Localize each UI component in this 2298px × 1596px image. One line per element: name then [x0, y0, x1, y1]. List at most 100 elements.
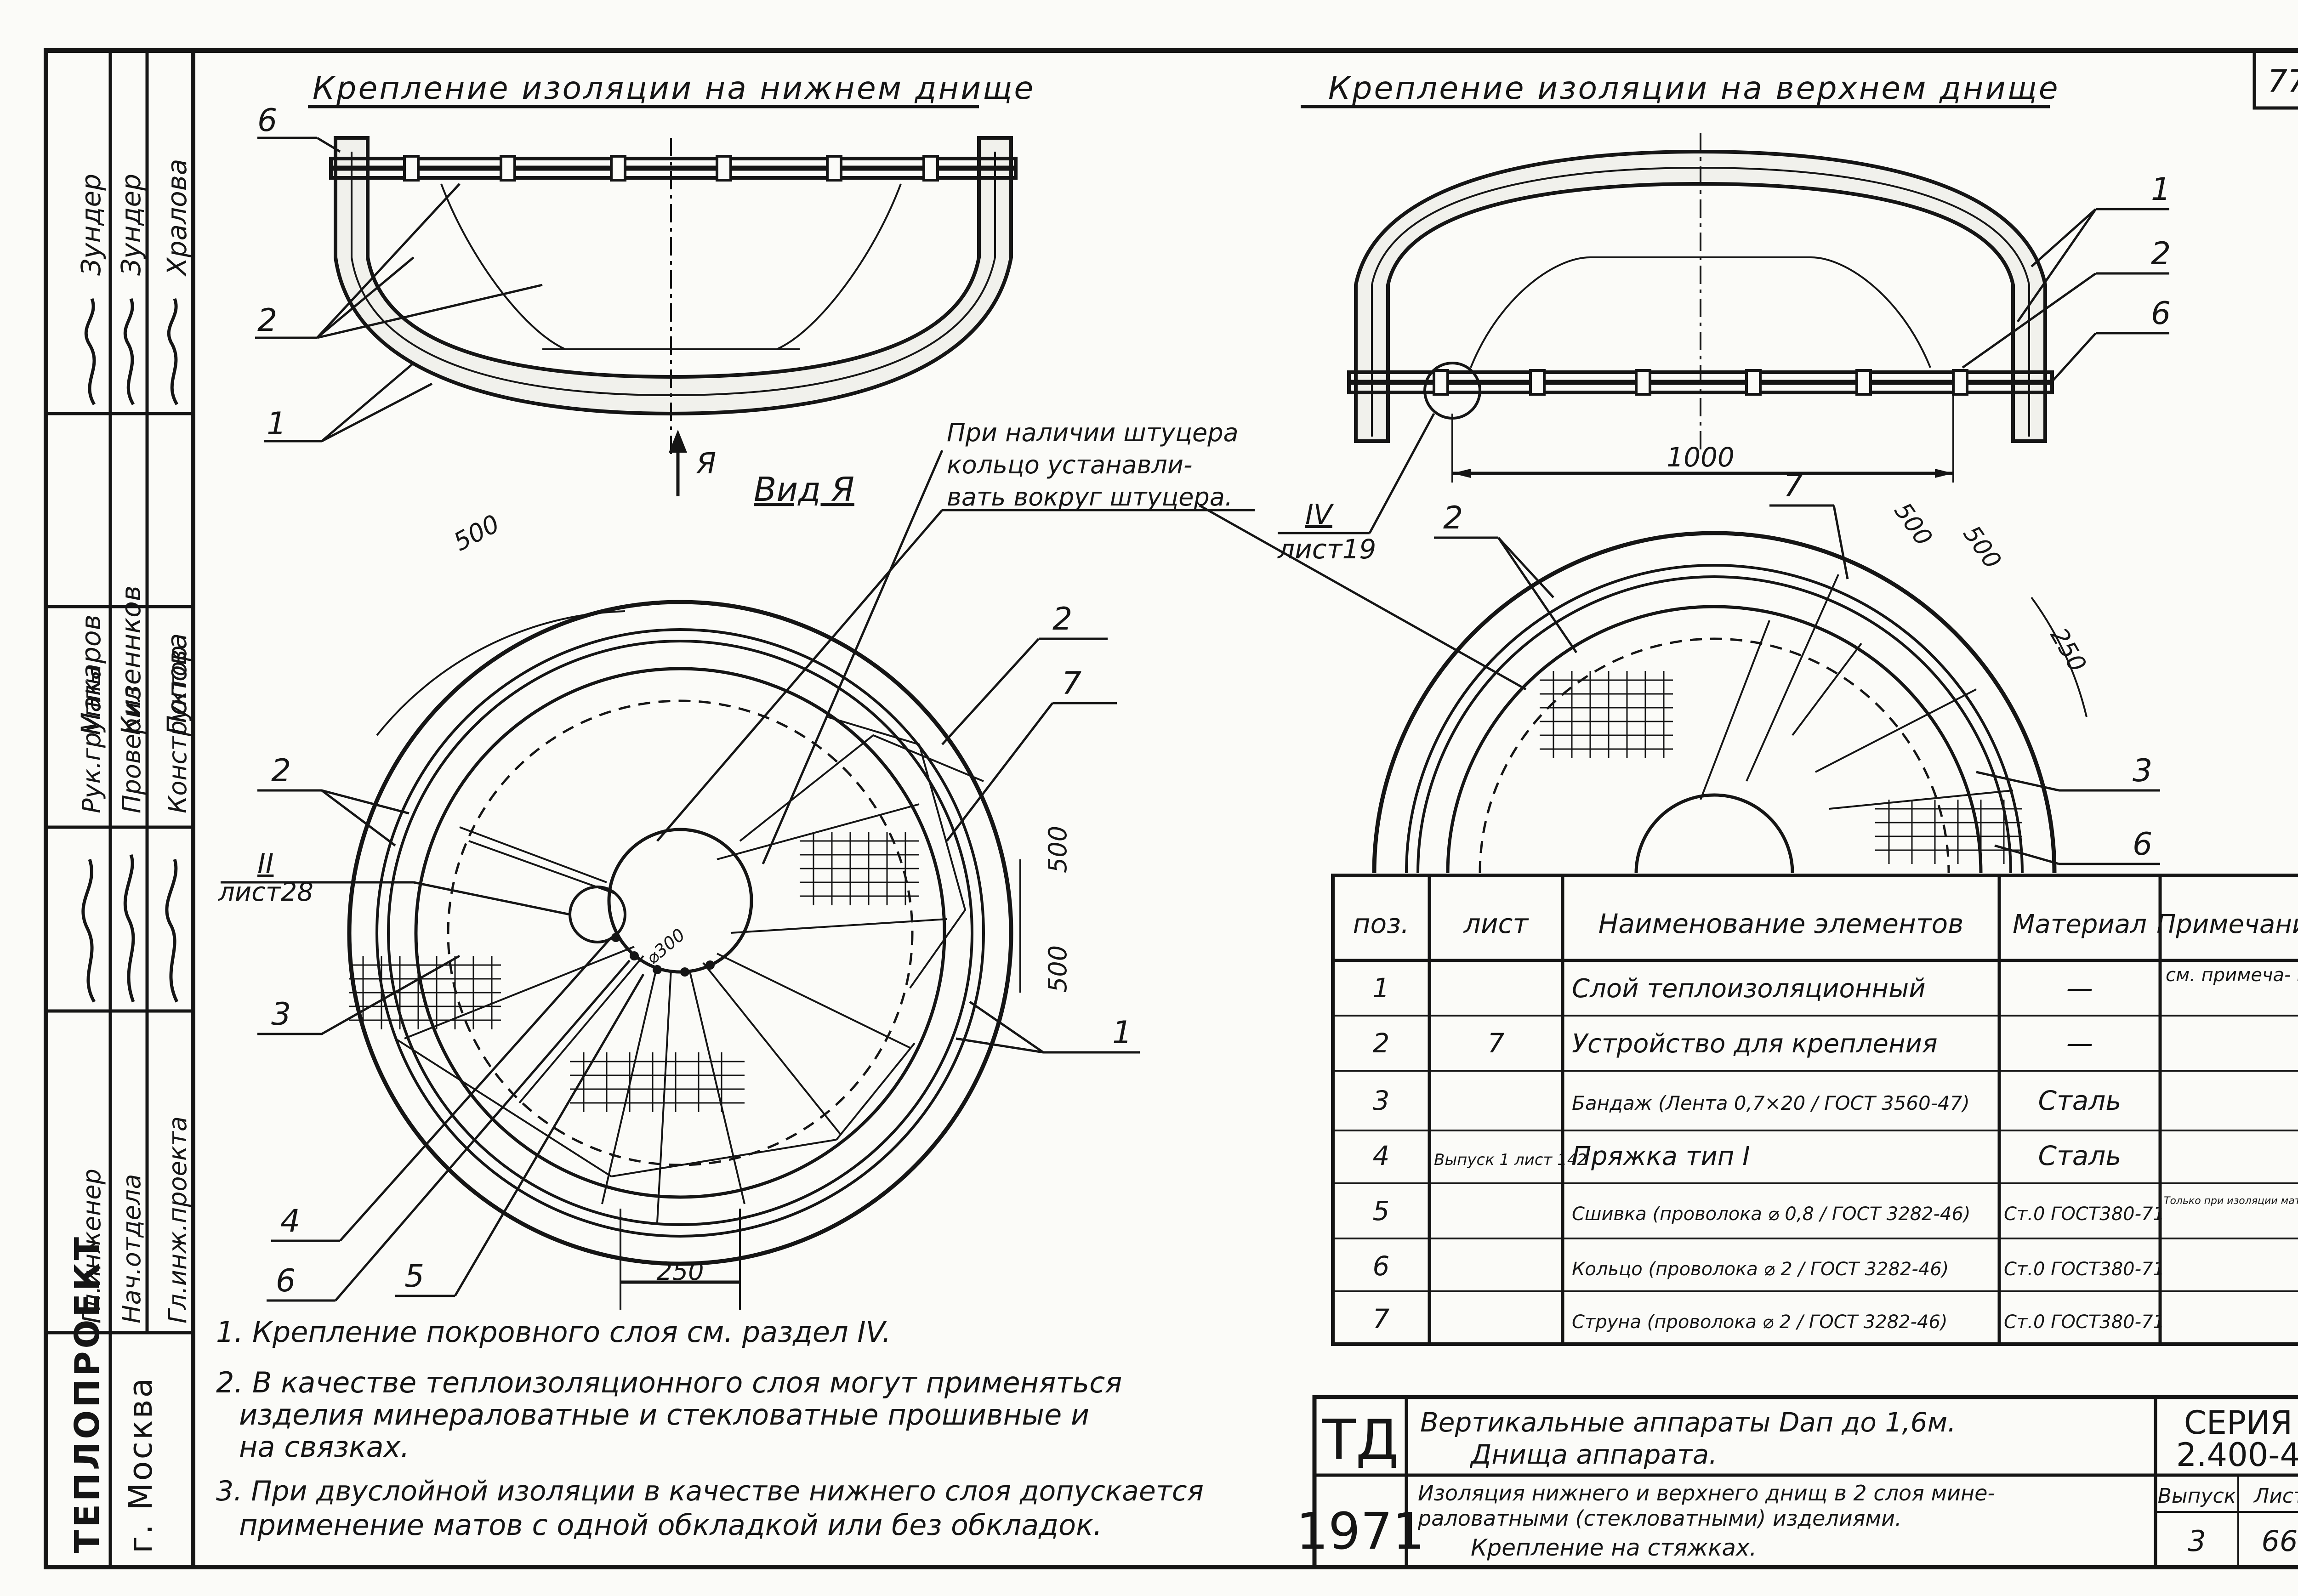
upper-head-title: Крепление изоляции на верхнем днище [1328, 70, 2060, 107]
detail-ref-iv-sheet: лист19 [1277, 534, 1376, 565]
title-line-2: Днища аппарата. [1469, 1439, 1718, 1470]
callout-2-right: 2 [1052, 601, 1072, 637]
callout-6: 6 [257, 102, 277, 139]
callout-4: 4 [280, 1203, 300, 1239]
row3-name: Бандаж (Лента 0,7×20 / ГОСТ 3560-47) [1572, 1092, 1970, 1114]
row4-pos: 4 [1373, 1140, 1390, 1171]
role-gl-inzhener: Гл.инженер [77, 1169, 106, 1323]
th-note: Примечание [2156, 909, 2298, 939]
lower-head-insulation [334, 136, 1013, 416]
nozzle-note-2: кольцо устанавли- [947, 450, 1192, 479]
series-label: СЕРИЯ [2184, 1404, 2292, 1442]
callout-1: 1 [1112, 1015, 1132, 1051]
view-arrow-label: Я [696, 447, 716, 480]
note-3-line2: применение матов с одной обкладкой или б… [239, 1508, 1102, 1542]
general-notes: 1. Крепление покровного слоя см. раздел … [216, 1315, 1204, 1542]
row1-note: см. примеча- ние 2 [2166, 965, 2298, 986]
detail-ref-ii: II [257, 848, 273, 880]
dim-d300: ⌀300 [643, 925, 689, 968]
sheet-number: 77 [2268, 63, 2298, 100]
signature [84, 298, 96, 405]
row5-pos: 5 [1373, 1195, 1390, 1227]
callout-5: 5 [404, 1258, 424, 1295]
note-3-line1: 3. При двуслойной изоляции в качестве ни… [216, 1475, 1204, 1507]
spec-table: поз. лист Наименование элементов Материа… [1331, 874, 2298, 1346]
row6-material: Ст.0 ГОСТ380-71 [2004, 1259, 2165, 1280]
row2-pos: 2 [1373, 1028, 1390, 1059]
role-nach-otdela: Нач.отдела [117, 1174, 146, 1323]
view-a: Вид Я При наличии штуцера кольцо устанав… [218, 418, 1255, 1310]
row4-name: Пряжка тип I [1572, 1142, 1750, 1171]
td-mark: ТД [1321, 1409, 1399, 1472]
nozzle-note-3: вать вокруг штуцера. [947, 483, 1233, 511]
role-proveril: Проверил [117, 686, 146, 813]
title-block: ТД 1971 Вертикальные аппараты Dап до 1,6… [1296, 1395, 2298, 1569]
dim-500-a: 500 [1888, 498, 1937, 551]
row7-pos: 7 [1373, 1303, 1390, 1335]
row5-name: Сшивка (проволока ⌀ 0,8 / ГОСТ 3282-46) [1572, 1204, 1970, 1225]
name-kizennkov: Кизеннков [115, 585, 147, 735]
nozzle-note-1: При наличии штуцера [947, 418, 1239, 447]
year-mark: 1971 [1296, 1502, 1425, 1561]
mat-hatch [349, 832, 919, 1112]
sheet-label: Лист [2253, 1484, 2298, 1508]
row7-name: Струна (проволока ⌀ 2 / ГОСТ 3282-46) [1572, 1312, 1948, 1333]
dim-500-top: 500 [449, 509, 505, 557]
row6-pos: 6 [1373, 1250, 1390, 1282]
view-arrow [669, 430, 687, 453]
title-line-3: Изоляция нижнего и верхнего днищ в 2 сло… [1418, 1481, 1995, 1505]
row6-name: Кольцо (проволока ⌀ 2 / ГОСТ 3282-46) [1572, 1259, 1949, 1280]
dim-250: 250 [656, 1257, 704, 1286]
dim-500-right-1: 500 [1043, 826, 1072, 873]
upper-head-view: Крепление изоляции на верхнем днище 1000… [1277, 70, 2171, 565]
side-stamp: Гл.инженер Нач.отдела Гл.инж.проекта Рук… [46, 51, 193, 1567]
row3-material: Сталь [2038, 1085, 2121, 1116]
title-line-1: Вертикальные аппараты Dап до 1,6м. [1420, 1407, 1956, 1438]
title-line-5: Крепление на стяжках. [1471, 1534, 1757, 1561]
name-zunder-2: Зундер [115, 174, 147, 276]
callout-6: 6 [2151, 295, 2171, 332]
lower-head-title: Крепление изоляции на нижнем днище [313, 70, 1035, 107]
th-material: Материал [2013, 909, 2147, 939]
role-gl-inzh-proekta: Гл.инж.проекта [163, 1116, 192, 1323]
callout-1: 1 [267, 406, 286, 442]
note-2-line1: 2. В качестве теплоизоляционного слоя мо… [216, 1366, 1122, 1399]
th-sheet: лист [1463, 908, 1530, 939]
note-1: 1. Крепление покровного слоя см. раздел … [216, 1315, 891, 1349]
signature [123, 854, 135, 1003]
sheet-number-box [2252, 49, 2298, 110]
row7-material: Ст.0 ГОСТ380-71 [2004, 1312, 2165, 1333]
callout-6: 6 [2133, 826, 2152, 863]
sheet-value: 66 [2262, 1524, 2298, 1558]
callout-2-left: 2 [271, 753, 291, 789]
name-hralova: Хралова [161, 159, 193, 277]
outer-insulation-ring [347, 600, 1013, 1266]
callout-2: 2 [257, 302, 277, 339]
center-ring [607, 828, 753, 974]
th-pos: поз. [1353, 908, 1410, 939]
series-value: 2.400-4 [2176, 1436, 2298, 1474]
detail-ref-iv: IV [1305, 499, 1334, 531]
issue-label: Выпуск [2158, 1484, 2236, 1508]
callout-2: 2 [2151, 236, 2171, 272]
row1-material: — [2066, 972, 2093, 1004]
name-makarov: Макаров [75, 614, 107, 735]
callout-6: 6 [276, 1263, 296, 1299]
callout-1: 1 [2151, 171, 2171, 208]
callout-2: 2 [1443, 500, 1463, 536]
th-name: Наименование элементов [1598, 908, 1964, 939]
callout-3: 3 [2133, 753, 2152, 789]
org-name: ТЕПЛОПРОЕКТ [68, 1234, 107, 1553]
org-city: г. Москва [122, 1376, 159, 1553]
row5-note: Только при изоляции матами в обкладках. [2164, 1195, 2298, 1207]
signature [165, 858, 179, 1003]
callout-7: 7 [1062, 665, 1081, 702]
callout-7: 7 [1783, 468, 1803, 504]
signature [123, 298, 135, 405]
dim-1000: 1000 [1667, 442, 1735, 473]
callout-3: 3 [271, 996, 291, 1033]
role-konstruktor: Конструктор [163, 646, 192, 813]
inner-insulation-ring [414, 667, 946, 1199]
signature [167, 298, 179, 405]
